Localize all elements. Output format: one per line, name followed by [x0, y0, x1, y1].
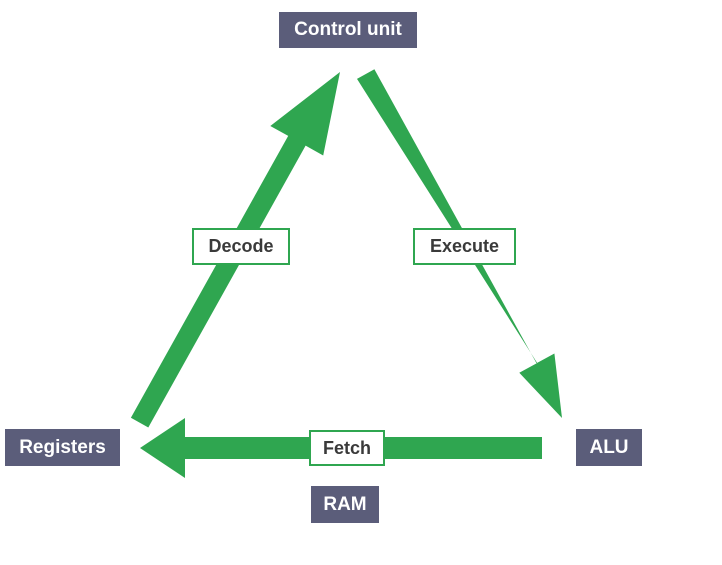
decode-text: Decode — [208, 236, 274, 256]
execute-arrow — [357, 69, 562, 419]
alu-label: ALU — [589, 436, 629, 458]
fetch-text: Fetch — [322, 437, 371, 458]
ram-box: RAM — [311, 486, 379, 523]
decode-label: Decode — [192, 228, 290, 265]
alu-box: ALU — [576, 429, 642, 466]
registers-box: Registers — [5, 429, 120, 466]
execute-text: Execute — [429, 236, 500, 256]
ram-label: RAM — [323, 493, 367, 515]
control-unit-box: Control unit — [279, 12, 417, 48]
fetch-label: Fetch — [309, 430, 385, 466]
control-unit-label: Control unit — [294, 19, 402, 40]
registers-label: Registers — [19, 436, 106, 458]
execute-label: Execute — [413, 228, 516, 265]
